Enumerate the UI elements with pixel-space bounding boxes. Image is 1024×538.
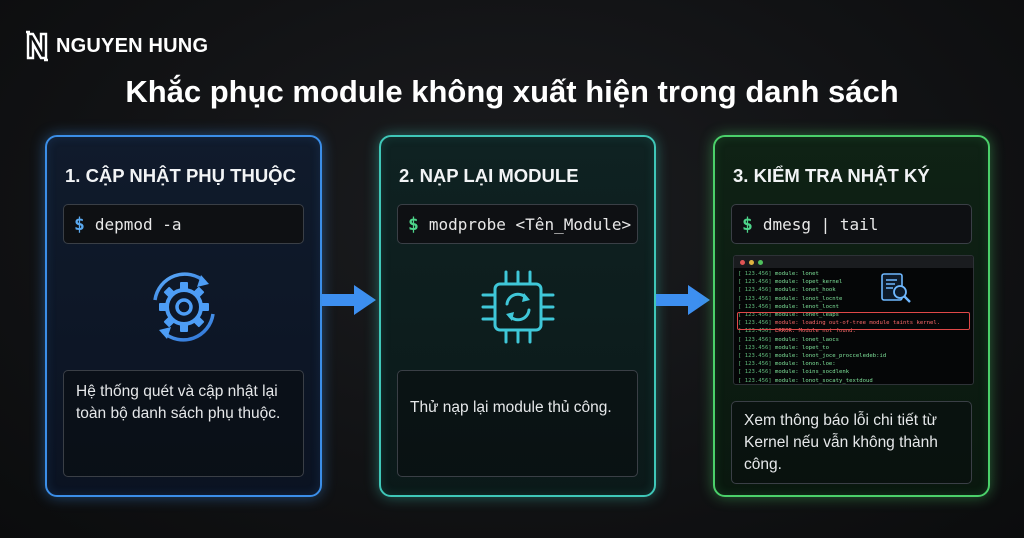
prompt-symbol: $ <box>742 213 753 235</box>
terminal-line: [ 123.456] ERROR: Module not found. <box>738 327 969 335</box>
terminal-line: [ 123.456] module: lonon.loe: <box>738 360 969 368</box>
terminal-text: module: lonet_hook <box>775 287 836 294</box>
page-title: Khắc phục module không xuất hiện trong d… <box>125 74 899 109</box>
terminal-line: [ 123.456] module: lonet_laocs <box>738 336 969 344</box>
terminal-timestamp: [ 123.456] <box>738 320 776 327</box>
terminal-text: module: loading out-of-tree module taint… <box>775 320 941 327</box>
terminal-text: module: lopet_to <box>775 344 829 351</box>
command-box: $ modprobe <Tên_Module> <box>397 204 638 244</box>
terminal-line: [ 123.456] module: loins_socdlenk <box>738 368 969 376</box>
terminal-text: module: lonet_leaps <box>775 312 840 319</box>
brand-logo-icon <box>26 30 48 62</box>
terminal-line: [ 123.456] module: lopet_kernel <box>738 278 969 286</box>
terminal-text: ERROR: Module not found. <box>775 328 856 335</box>
terminal-log: [ 123.456] module: lonet[ 123.456] modul… <box>733 255 974 385</box>
close-dot-icon <box>740 259 745 265</box>
step-description: Xem thông báo lỗi chi tiết từ Kernel nếu… <box>731 401 972 484</box>
step-description: Thử nạp lại module thủ công. <box>397 370 638 477</box>
terminal-line: [ 123.456] module: lonet_hook <box>738 286 969 294</box>
terminal-timestamp: [ 123.456] <box>738 312 776 319</box>
terminal-text: module: lopet_kernel <box>775 279 843 286</box>
chip-refresh-icon <box>381 262 654 352</box>
terminal-line: [ 123.456] module: lonot_socaty_textdoud <box>738 377 969 384</box>
terminal-line: [ 123.456] module: lonet_leaps <box>738 311 969 319</box>
terminal-line: [ 123.456] module: lonot_locnte <box>738 295 969 303</box>
terminal-text: module: lenot_locnt <box>775 303 840 310</box>
terminal-timestamp: [ 123.456] <box>738 303 776 310</box>
terminal-timestamp: [ 123.456] <box>738 361 776 368</box>
command-text: dmesg | tail <box>762 214 879 234</box>
brand-name: NGUYEN HUNG <box>56 34 209 57</box>
terminal-text: module: lonot_socaty_textdoud <box>775 377 873 384</box>
step-title: 3. KIỂM TRA NHẬT KÝ <box>733 165 930 186</box>
terminal-line: [ 123.456] module: lonot_joce_proccelede… <box>738 352 969 360</box>
prompt-symbol: $ <box>74 213 85 235</box>
command-text: modprobe <Tên_Module> <box>428 214 632 234</box>
command-text: depmod -a <box>94 214 182 234</box>
terminal-line: [ 123.456] module: lonet <box>738 270 969 278</box>
maximize-dot-icon <box>758 259 763 265</box>
step-title: 1. CẬP NHẬT PHỤ THUỘC <box>65 165 296 186</box>
terminal-timestamp: [ 123.456] <box>738 287 776 294</box>
minimize-dot-icon <box>749 259 754 265</box>
terminal-timestamp: [ 123.456] <box>738 377 776 384</box>
step-title: 2. NẠP LẠI MODULE <box>399 165 579 186</box>
terminal-text: module: lonet_laocs <box>775 336 840 343</box>
terminal-text: module: lonet <box>775 271 819 277</box>
terminal-text: module: loins_socdlenk <box>775 369 850 376</box>
step-card-3: 3. KIỂM TRA NHẬT KÝ $ dmesg | tail [ 123… <box>713 135 990 497</box>
gear-refresh-icon <box>47 262 320 352</box>
brand: NGUYEN HUNG <box>26 30 208 62</box>
step-card-2: 2. NẠP LẠI MODULE $ modprobe <Tên_Module… <box>379 135 656 497</box>
prompt-symbol: $ <box>408 213 419 235</box>
terminal-line: [ 123.456] module: loading out-of-tree m… <box>738 319 969 327</box>
terminal-text: module: lonon.loe: <box>775 361 836 368</box>
step-description: Hệ thống quét và cập nhật lại toàn bộ da… <box>63 370 304 477</box>
command-box: $ dmesg | tail <box>731 204 972 244</box>
terminal-timestamp: [ 123.456] <box>738 271 776 277</box>
terminal-text: module: lonot_joce_procceledeb:id <box>775 353 887 360</box>
terminal-text: module: lonot_locnte <box>775 295 843 302</box>
terminal-lines: [ 123.456] module: lonet[ 123.456] modul… <box>734 268 973 384</box>
terminal-timestamp: [ 123.456] <box>738 369 776 376</box>
command-box: $ depmod -a <box>63 204 304 244</box>
document-search-icon <box>881 273 911 303</box>
step-card-1: 1. CẬP NHẬT PHỤ THUỘC $ depmod -a <box>45 135 322 497</box>
terminal-timestamp: [ 123.456] <box>738 279 776 286</box>
terminal-timestamp: [ 123.456] <box>738 295 776 302</box>
terminal-timestamp: [ 123.456] <box>738 344 776 351</box>
terminal-line: [ 123.456] module: lopet_to <box>738 344 969 352</box>
terminal-line: [ 123.456] module: lenot_locnt <box>738 303 969 311</box>
terminal-titlebar <box>734 256 973 268</box>
arrow-right-icon <box>322 285 376 315</box>
terminal-timestamp: [ 123.456] <box>738 353 776 360</box>
terminal-timestamp: [ 123.456] <box>738 328 776 335</box>
arrow-right-icon <box>656 285 710 315</box>
error-highlight <box>737 312 970 330</box>
terminal-timestamp: [ 123.456] <box>738 336 776 343</box>
